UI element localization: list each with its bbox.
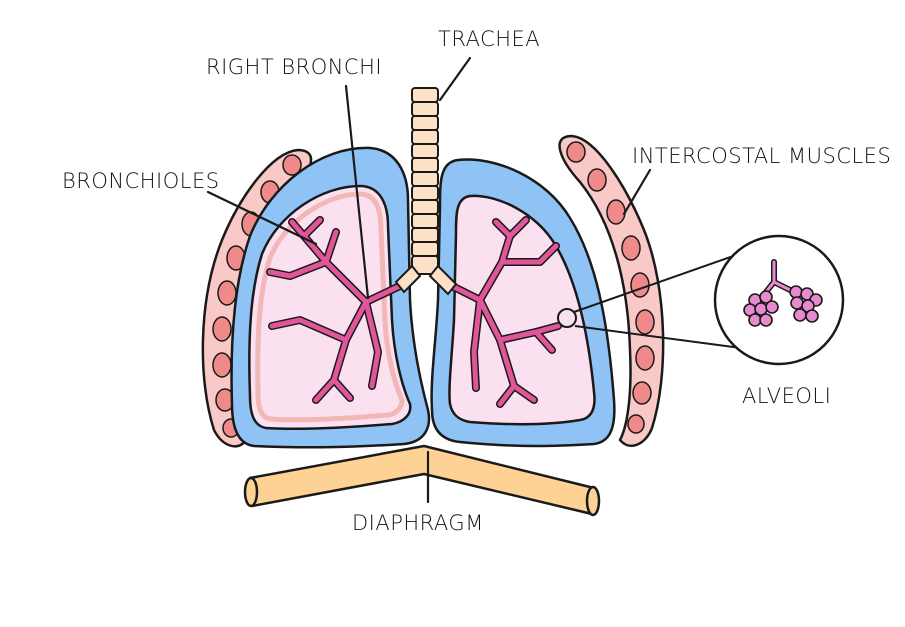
intercostal-leader [624, 170, 650, 214]
diaphragm-label: DIAPHRAGM [352, 511, 484, 535]
diaphragm-band [250, 446, 594, 514]
intercostal-muscles-label: INTERCOSTAL MUSCLES [632, 144, 891, 168]
trachea-leader [440, 58, 470, 100]
bronchioles-label: BRONCHIOLES [62, 169, 220, 193]
right-bronchi-label: RIGHT BRONCHI [206, 55, 382, 79]
trachea-rings [412, 88, 438, 274]
alveoli-label: ALVEOLI [742, 384, 831, 408]
alveoli-zoom-circle [715, 236, 843, 364]
right-lung [432, 160, 615, 446]
trachea-label: TRACHEA [438, 27, 540, 51]
diaphragm [245, 446, 599, 515]
